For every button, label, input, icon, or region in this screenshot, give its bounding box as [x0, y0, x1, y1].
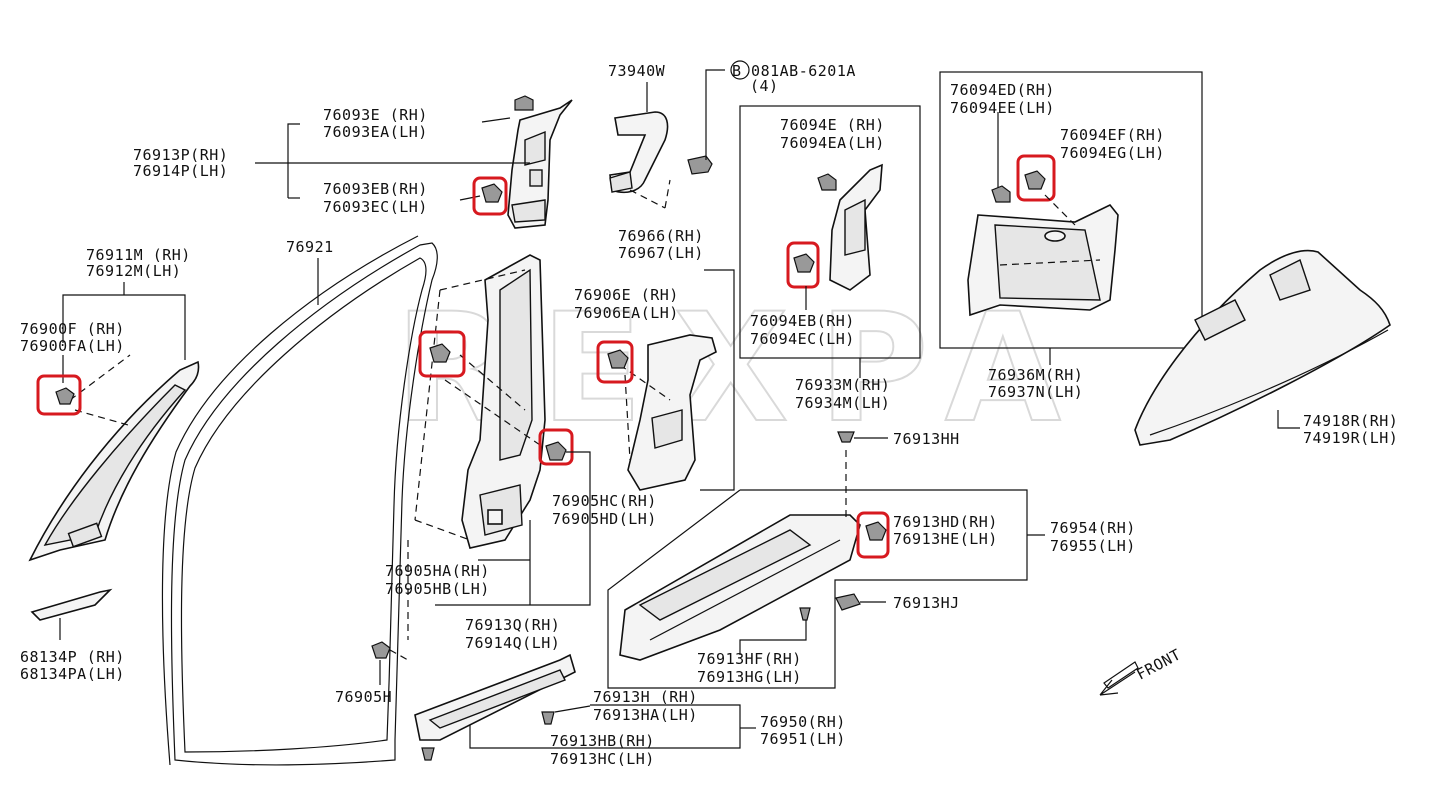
label-68134PA: 68134PA(LH) [20, 665, 125, 683]
label-76911M: 76911M (RH) [86, 246, 191, 264]
label-76905HC: 76905HC(RH) [552, 492, 657, 510]
label-76905HA: 76905HA(RH) [385, 562, 490, 580]
label-76905HD: 76905HD(LH) [552, 510, 657, 528]
label-76900FA: 76900FA(LH) [20, 337, 125, 355]
label-76093EA: 76093EA(LH) [323, 123, 428, 141]
label-76913HA: 76913HA(LH) [593, 706, 698, 724]
upper-pillar-trim [507, 99, 573, 229]
label-76966: 76966(RH) [618, 227, 704, 245]
label-76913HC: 76913HC(LH) [550, 750, 655, 768]
label-76093E: 76093E (RH) [323, 106, 428, 124]
label-76913P: 76913P(RH) [133, 146, 228, 164]
label-76912M: 76912M(LH) [86, 262, 181, 280]
label-76093EB: 76093EB(RH) [323, 180, 428, 198]
label-76913HE: 76913HE(LH) [893, 530, 998, 548]
label-74919R: 74919R(LH) [1303, 429, 1398, 447]
box-76094ED [939, 71, 1203, 349]
highlight-76913HD [856, 511, 890, 559]
label-76921: 76921 [286, 238, 334, 256]
box-76094E [739, 105, 921, 359]
label-68134P: 68134P (RH) [20, 648, 125, 666]
label-76094EF: 76094EF(RH) [1060, 126, 1165, 144]
label-76934M: 76934M(LH) [795, 394, 890, 412]
label-76936M: 76936M(RH) [988, 366, 1083, 384]
highlight-76094EF [1016, 154, 1056, 202]
bolt-symbol [730, 60, 750, 80]
clip-76913HH [837, 431, 855, 443]
label-76094EC: 76094EC(LH) [750, 330, 855, 348]
label-76905HB: 76905HB(LH) [385, 580, 490, 598]
clip-76913H [541, 711, 555, 725]
label-081AB-qty: (4) [750, 77, 779, 95]
label-76967: 76967(LH) [618, 244, 704, 262]
label-76094E: 76094E (RH) [780, 116, 885, 134]
kick-plate [619, 514, 861, 661]
label-76913HG: 76913HG(LH) [697, 668, 802, 686]
highlight-76906E [596, 340, 634, 384]
highlight-76094EB [786, 241, 820, 289]
label-76955: 76955(LH) [1050, 537, 1136, 555]
clip-76913HD [865, 521, 887, 541]
clip-76913HB [421, 747, 435, 761]
highlight-76900F [36, 374, 82, 416]
step-plate [414, 653, 576, 741]
clip-76094EF [1024, 170, 1046, 190]
grab-handle [609, 111, 669, 194]
highlight-76905HC [538, 428, 574, 466]
label-76913HJ: 76913HJ [893, 594, 960, 612]
label-76913HH: 76913HH [893, 430, 960, 448]
clip-76093EB [481, 183, 503, 203]
wheel-house-trim [1134, 249, 1391, 446]
front-label: FRONT [1133, 645, 1184, 683]
label-76094EE: 76094EE(LH) [950, 99, 1055, 117]
label-76914P: 76914P(LH) [133, 162, 228, 180]
highlight-76093EB [472, 176, 508, 216]
label-74918R: 74918R(RH) [1303, 412, 1398, 430]
screw-081AB [687, 155, 713, 175]
label-081AB: B 081AB-6201A [732, 62, 856, 80]
label-73940W: 73940W [608, 62, 666, 80]
label-76951: 76951(LH) [760, 730, 846, 748]
label-76913HB: 76913HB(RH) [550, 732, 655, 750]
label-76954: 76954(RH) [1050, 519, 1136, 537]
label-76913H: 76913H (RH) [593, 688, 698, 706]
label-76950: 76950(RH) [760, 713, 846, 731]
label-76900F: 76900F (RH) [20, 320, 125, 338]
clip-76905H [371, 641, 391, 659]
clip-76905HA [429, 343, 451, 363]
clip-76906E [607, 349, 629, 369]
label-76093EC: 76093EC(LH) [323, 198, 428, 216]
rear-quarter-trim [967, 204, 1119, 317]
label-76913Q: 76913Q(RH) [465, 616, 560, 634]
lower-pillar-trim [461, 254, 546, 549]
label-76937N: 76937N(LH) [988, 383, 1083, 401]
label-76933M: 76933M(RH) [795, 376, 890, 394]
highlight-76905HA [418, 330, 466, 378]
clip-76913HJ [835, 593, 861, 611]
label-76906E: 76906E (RH) [574, 286, 679, 304]
clip-76905HC [545, 441, 567, 461]
clip-76900F [55, 387, 75, 405]
label-76913HD: 76913HD(RH) [893, 513, 998, 531]
label-76906EA: 76906EA(LH) [574, 304, 679, 322]
label-76905H: 76905H [335, 688, 392, 706]
label-76914Q: 76914Q(LH) [465, 634, 560, 652]
label-76094ED: 76094ED(RH) [950, 81, 1055, 99]
center-pillar-lower [627, 334, 717, 491]
box-76954 [607, 489, 1028, 689]
label-76913HF: 76913HF(RH) [697, 650, 802, 668]
rear-pillar-trim [829, 163, 883, 291]
clip-76094EB [793, 253, 815, 273]
label-76094EB: 76094EB(RH) [750, 312, 855, 330]
a-pillar-trim [28, 360, 200, 562]
panel-68134P [30, 588, 113, 621]
front-arrow [1099, 661, 1139, 696]
clip-76913HF [799, 607, 811, 621]
door-weatherstrip [161, 235, 438, 766]
label-76094EA: 76094EA(LH) [780, 134, 885, 152]
label-76094EG: 76094EG(LH) [1060, 144, 1165, 162]
